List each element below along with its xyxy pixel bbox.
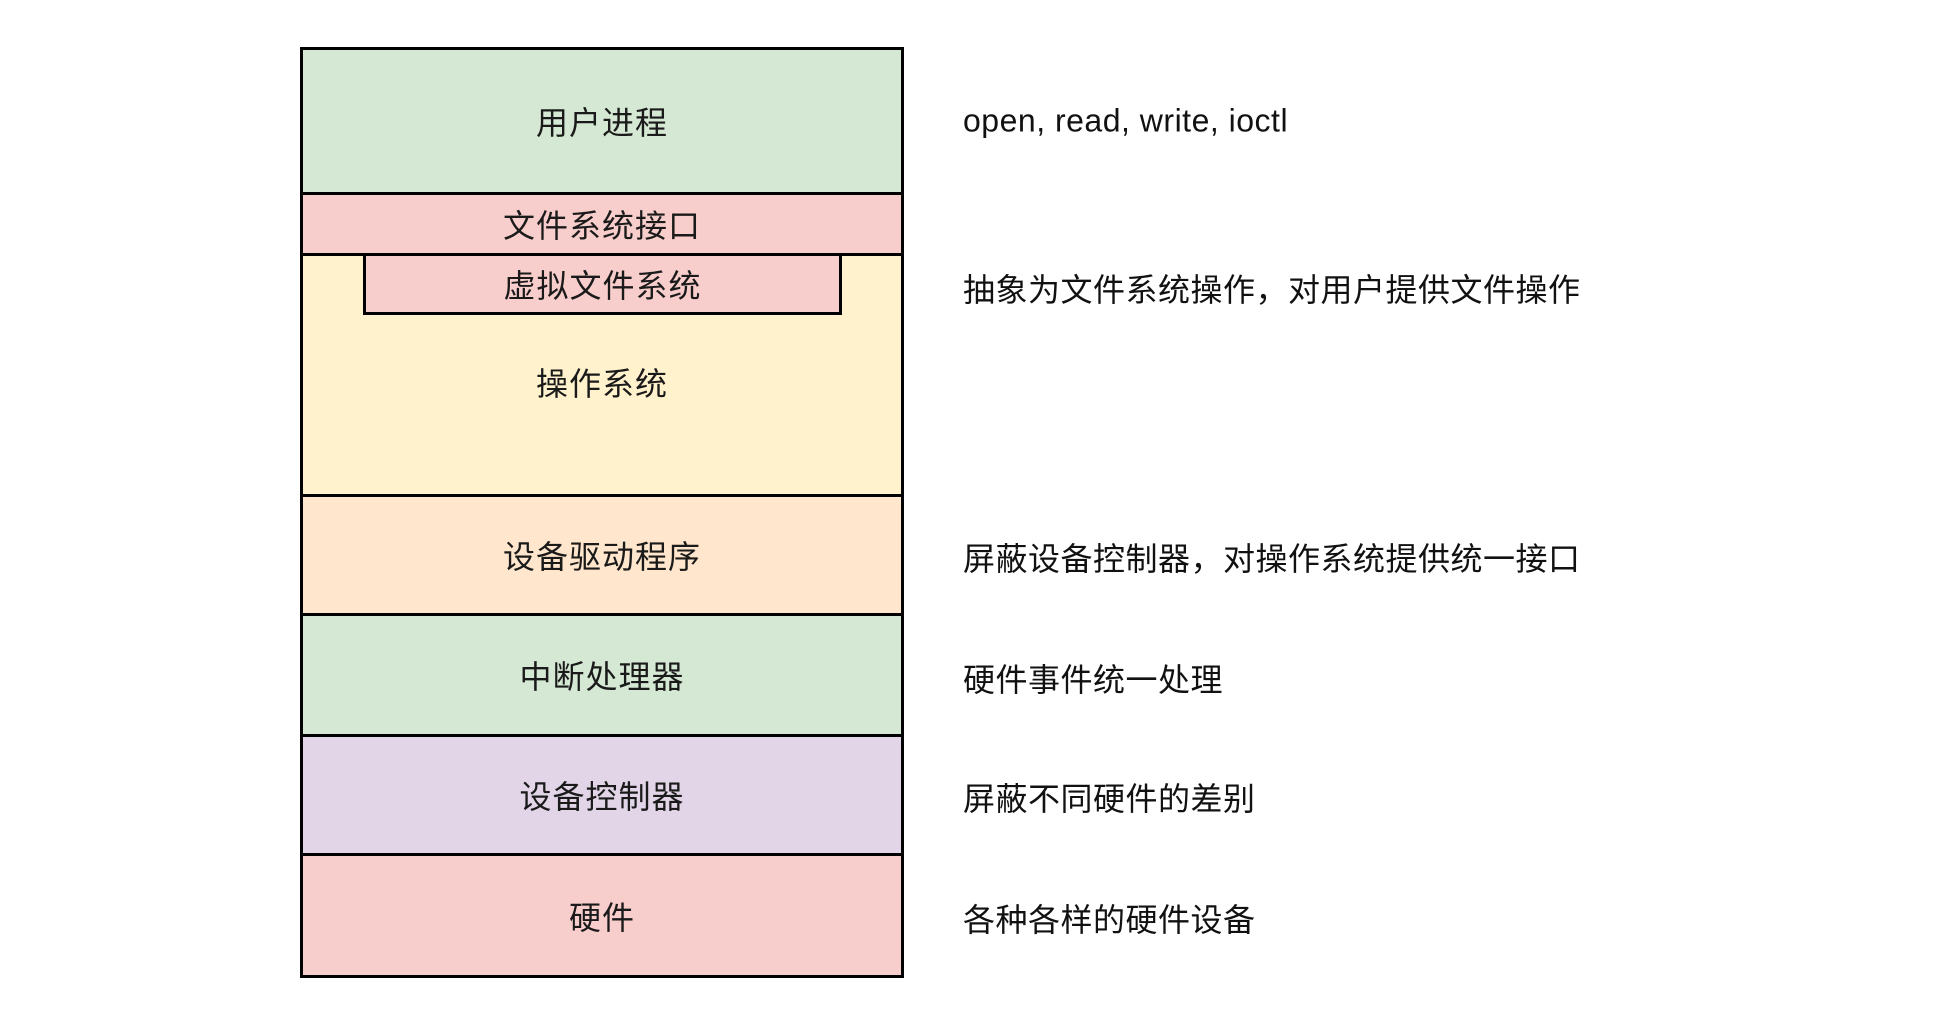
layer-operating-system-label: 操作系统: [535, 366, 668, 402]
layer-operating-system: 虚拟文件系统 操作系统: [300, 256, 904, 497]
layer-stack: 用户进程 文件系统接口 虚拟文件系统 操作系统 设备驱动程序 中断处理器 设备控…: [300, 47, 904, 978]
layer-device-controller: 设备控制器: [300, 737, 904, 856]
annotation-device-driver: 屏蔽设备控制器，对操作系统提供统一接口: [963, 541, 1581, 577]
layer-fs-interface: 文件系统接口: [300, 195, 904, 256]
annotation-hardware: 各种各样的硬件设备: [963, 902, 1256, 938]
annotation-interrupt-handler: 硬件事件统一处理: [963, 662, 1224, 698]
annotation-device-controller: 屏蔽不同硬件的差别: [963, 781, 1256, 817]
layer-virtual-file-system: 虚拟文件系统: [363, 256, 842, 315]
layer-hardware: 硬件: [300, 856, 904, 978]
layer-interrupt-handler: 中断处理器: [300, 616, 904, 737]
layer-device-controller-label: 设备控制器: [519, 779, 685, 815]
layer-user-process-label: 用户进程: [535, 105, 668, 141]
layer-user-process: 用户进程: [300, 47, 904, 195]
layer-virtual-file-system-label: 虚拟文件系统: [503, 268, 702, 304]
annotation-user-process: open, read, write, ioctl: [963, 102, 1289, 139]
layer-hardware-label: 硬件: [568, 899, 635, 936]
layer-interrupt-handler-label: 中断处理器: [519, 659, 685, 695]
layer-device-driver-label: 设备驱动程序: [502, 539, 701, 575]
annotation-virtual-file-system: 抽象为文件系统操作，对用户提供文件操作: [963, 272, 1581, 308]
layer-fs-interface-label: 文件系统接口: [502, 208, 701, 244]
layer-device-driver: 设备驱动程序: [300, 497, 904, 616]
